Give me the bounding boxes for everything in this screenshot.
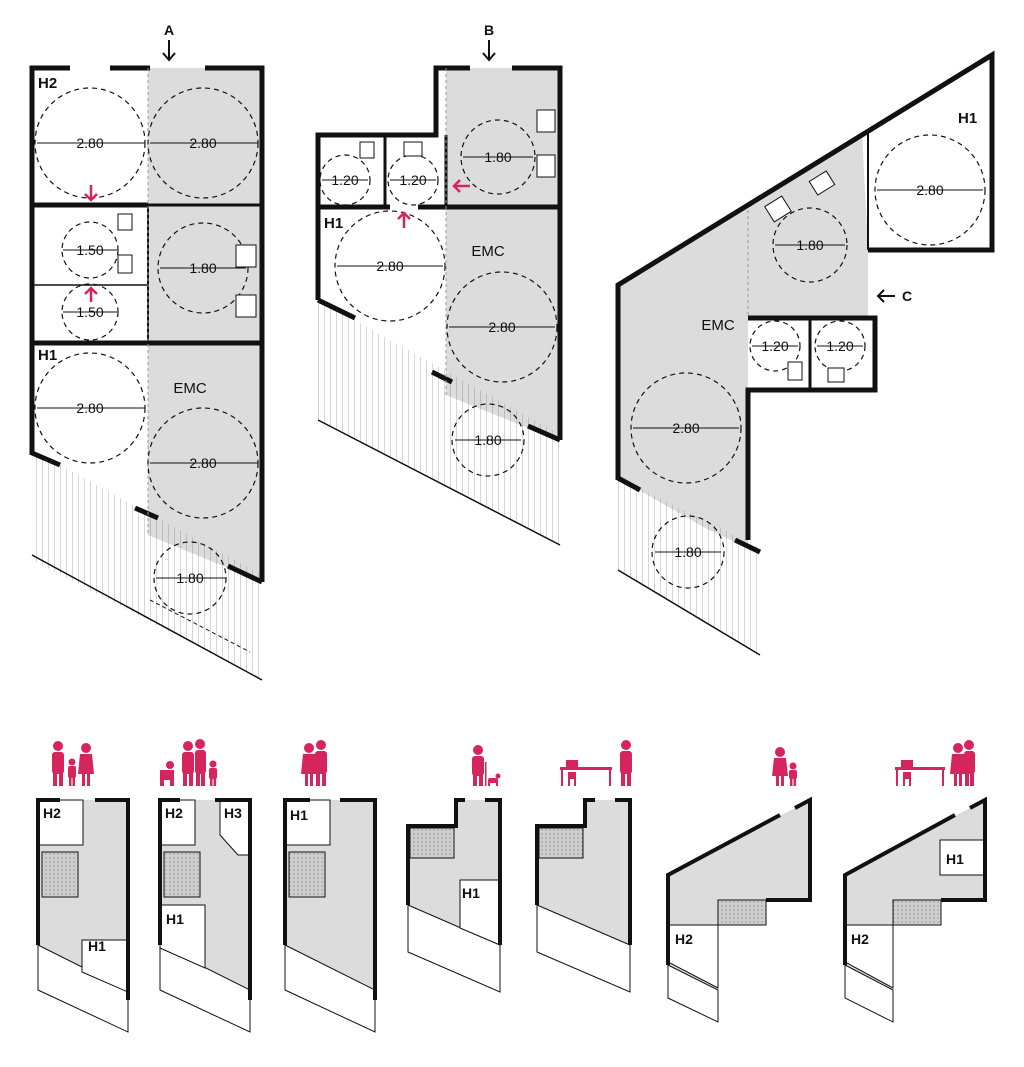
dimension-label: 1.80: [176, 570, 203, 586]
plan-a-toilet: [117, 213, 133, 231]
plan-b-room-emc: EMC: [471, 243, 505, 260]
plan-c-walls: [615, 50, 995, 555]
plan-a-room-h2: H2: [38, 75, 57, 92]
variant-room-label: H1: [946, 851, 964, 867]
plan-c-dimensions: 2.80 1.80 1.20 1.20 2.80 1.80: [672, 182, 943, 560]
plan-a-balcony: [32, 450, 262, 680]
dimension-label: 1.20: [761, 338, 788, 354]
variant-v2: H2 H3 H1: [158, 798, 252, 1033]
variant-room-label: H1: [88, 938, 106, 954]
plan-a-access-arrows: [84, 185, 98, 302]
dimension-label: 2.80: [76, 400, 103, 416]
plan-c-washbasin: [827, 367, 845, 383]
family-icon: [52, 741, 94, 786]
plan-a-walls: [29, 65, 265, 585]
dimension-label: 2.80: [189, 135, 216, 151]
variant-room-label: H2: [851, 931, 869, 947]
plan-c-balcony-rail: [617, 569, 761, 656]
plan-b: B H1 EMC 1.80 1.20 1.20 2.80 2.80 1.80: [315, 22, 563, 546]
plan-a-entry-arrow: [162, 40, 176, 62]
plan-c-toilet: [787, 361, 803, 381]
plan-b-stove: [536, 154, 556, 178]
dimension-label: 1.50: [76, 304, 103, 320]
dimension-label: 1.20: [826, 338, 853, 354]
plan-b-kitchen-sink: [536, 109, 556, 133]
home-office-icon: [560, 740, 632, 786]
variant-room-label: H2: [165, 805, 183, 821]
plan-b-room-h1: H1: [324, 215, 343, 232]
plan-c-floor: [618, 132, 868, 548]
plan-a-balcony-rail: [31, 554, 263, 681]
dimension-label: 1.20: [331, 172, 358, 188]
plan-b-floor: [446, 68, 560, 440]
dimension-label: 2.80: [488, 319, 515, 335]
dimension-label: 1.80: [189, 260, 216, 276]
variant-v5: [535, 798, 632, 993]
dimension-label: 2.80: [189, 455, 216, 471]
dimension-label: 2.80: [76, 135, 103, 151]
dimension-label: 1.80: [674, 544, 701, 560]
variant-room-label: H1: [166, 911, 184, 927]
dimension-label: 2.80: [672, 420, 699, 436]
plan-c-room-emc: EMC: [701, 317, 735, 334]
plan-b-toilet: [359, 141, 375, 159]
plan-a-entry-label: A: [164, 22, 174, 38]
dimension-label: 1.80: [484, 149, 511, 165]
plan-c-stove: [764, 195, 792, 223]
plan-a-kitchen-sink: [235, 244, 257, 268]
variant-room-label: H1: [290, 807, 308, 823]
dimension-label: 2.80: [376, 258, 403, 274]
dimension-label: 1.20: [399, 172, 426, 188]
dimension-label: 1.80: [474, 432, 501, 448]
plan-c-room-h1: H1: [958, 110, 977, 127]
family-with-kids-icon: [160, 739, 217, 786]
plan-a-room-h1: H1: [38, 347, 57, 364]
plan-b-walls: [315, 65, 563, 443]
plan-c-entry-label: C: [902, 288, 912, 304]
plan-c-kitchen-sink: [808, 170, 836, 196]
plan-a-room-emc: EMC: [173, 380, 207, 397]
elderly-with-dog-icon: [472, 745, 501, 786]
plan-a: A H2 H1 EMC 2.80 2.80 1.50 1.80 1.50 2.8…: [29, 22, 265, 681]
plan-b-turning-circles: [319, 119, 558, 477]
variant-room-label: H2: [675, 931, 693, 947]
plan-b-dimensions: 1.80 1.20 1.20 2.80 2.80 1.80: [331, 149, 515, 448]
plan-a-washbasin: [117, 254, 133, 274]
dimension-label: 1.50: [76, 242, 103, 258]
plan-b-entry-label: B: [484, 22, 494, 38]
plan-b-access-arrows: [397, 179, 470, 228]
variant-room-label: H1: [462, 885, 480, 901]
plan-a-wet-floor: [148, 205, 262, 343]
home-office-couple-icon: [895, 740, 975, 786]
plan-c-balcony: [618, 478, 760, 655]
parent-with-child-icon: [772, 747, 797, 786]
plan-a-stove: [235, 294, 257, 318]
dimension-label: 1.80: [796, 237, 823, 253]
variant-plans: H2 H1 H2 H3 H1 H1: [36, 796, 987, 1033]
plan-a-dimensions: 2.80 2.80 1.50 1.80 1.50 2.80 2.80 1.80: [76, 135, 216, 586]
variant-v7: H1 H2: [843, 796, 987, 1023]
variant-v1: H2 H1: [36, 798, 130, 1033]
couple-icon: [301, 740, 327, 786]
variant-v6: H2: [666, 796, 812, 1023]
dimension-label: 2.80: [916, 182, 943, 198]
variant-v4: H1: [406, 798, 502, 993]
plan-c: C H1 EMC 2.80 1.80 1.20 1.20 2.80 1.80: [615, 50, 995, 656]
variant-room-label: H3: [224, 805, 242, 821]
plan-c-entry-arrow: [876, 289, 895, 303]
plan-b-entry-arrow: [482, 40, 496, 62]
variant-v3: H1: [283, 798, 377, 1033]
plan-b-washbasin: [403, 141, 423, 157]
variant-room-label: H2: [43, 805, 61, 821]
occupant-icons: [52, 739, 975, 786]
plan-b-balcony-rail: [317, 419, 561, 546]
plan-b-balcony: [318, 300, 560, 545]
